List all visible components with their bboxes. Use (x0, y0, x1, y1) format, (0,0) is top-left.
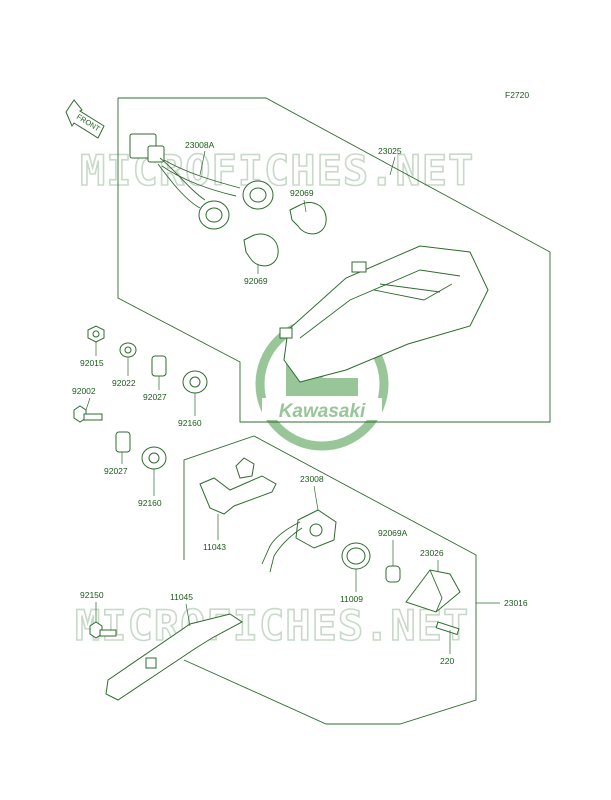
leader-lines (85, 150, 500, 654)
label-92002: 92002 (72, 386, 96, 396)
label-92027-lower: 92027 (104, 466, 128, 476)
label-92015: 92015 (80, 358, 104, 368)
label-23026: 23026 (420, 548, 444, 558)
tail-lamp-23025-part (279, 245, 489, 383)
lower-assembly-frame (183, 435, 477, 725)
watermark-bottom: MICROFICHES.NET (75, 601, 469, 650)
label-11009: 11009 (340, 594, 363, 604)
label-23008: 23008 (300, 474, 324, 484)
screw-220-part (435, 621, 460, 636)
bracket-11043-part (199, 457, 277, 515)
label-92150: 92150 (80, 590, 104, 600)
label-23008A: 23008A (185, 140, 215, 150)
grommet-92160-lower-part (141, 446, 167, 470)
washer-92022-part (119, 342, 137, 358)
label-23025: 23025 (378, 146, 402, 156)
grommet-92160-upper-part (182, 370, 208, 394)
label-220: 220 (440, 656, 454, 666)
front-arrow-icon: FRONT (65, 99, 105, 139)
label-92069-upper: 92069 (290, 188, 314, 198)
label-11045: 11045 (170, 592, 193, 602)
socket-23008-part (261, 509, 337, 573)
label-92160-upper: 92160 (178, 418, 202, 428)
label-92160-lower: 92160 (138, 498, 162, 508)
upper-assembly-frame (117, 97, 551, 423)
bulb-92069A-part (385, 565, 401, 583)
harness-23008A-part (129, 133, 274, 230)
label-92069A: 92069A (378, 528, 408, 538)
label-92022: 92022 (112, 378, 136, 388)
collar-92027-lower-part (115, 431, 131, 453)
kawasaki-logo-text: Kawasaki (279, 401, 366, 422)
label-23016: 23016 (504, 598, 528, 608)
bracket-11045-part (105, 613, 243, 701)
gasket-11009-part (341, 542, 371, 570)
label-92069-lower: 92069 (244, 276, 268, 286)
bulb-92069-lower-part (243, 233, 279, 267)
bolt-92002-part (73, 405, 103, 423)
label-92027-upper: 92027 (143, 392, 167, 402)
figure-code: F2720 (505, 90, 529, 100)
bulb-92069-upper-part (289, 201, 327, 235)
nut-92015-part (87, 325, 105, 343)
label-11043: 11043 (203, 542, 226, 552)
license-lamp-23026-part (405, 569, 461, 613)
collar-92027-upper-part (151, 355, 167, 377)
